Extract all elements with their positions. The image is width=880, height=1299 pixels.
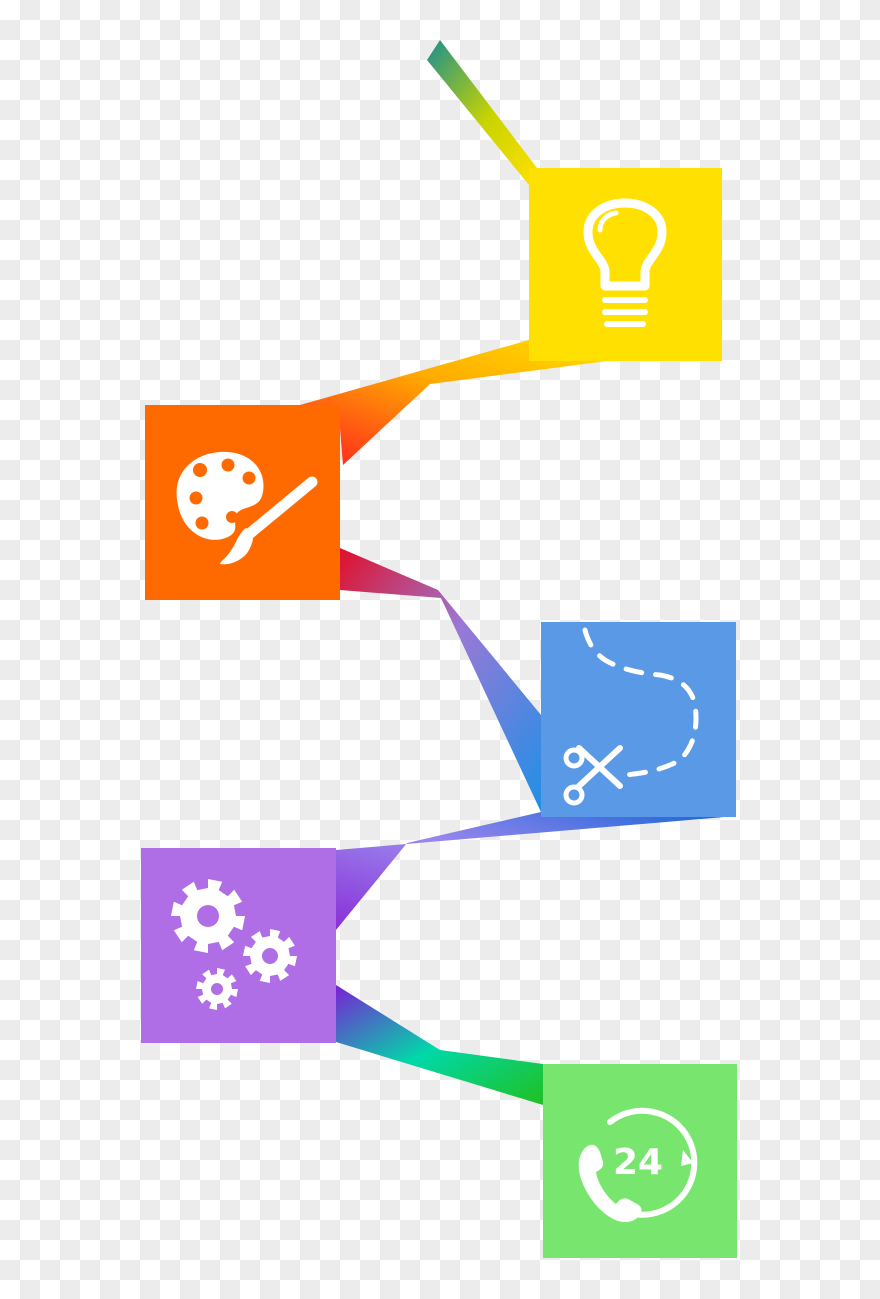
scissors-cut-path-icon: [563, 627, 699, 806]
step-tile-design: [145, 405, 340, 600]
lightbulb-icon: [583, 198, 667, 327]
step-tile-support: 24: [543, 1064, 737, 1258]
phone-24h-icon: 24: [578, 1107, 698, 1223]
tile-background: [529, 168, 722, 361]
step-tile-develop: [141, 848, 336, 1043]
ribbon-scissors-to-gears: [336, 812, 736, 930]
support-hours-label: 24: [613, 1142, 663, 1183]
step-tile-prototype: [541, 622, 736, 817]
tile-background: [543, 1064, 737, 1258]
ribbon-lightbulb-to-palette: [300, 340, 615, 465]
large-gear-icon: [171, 879, 245, 953]
medium-gear-icon: [243, 929, 297, 983]
ribbon-gears-to-support: [336, 985, 543, 1105]
tile-background: [141, 848, 336, 1043]
ribbon-connectors: [300, 40, 736, 1105]
palette-brush-icon: [176, 451, 318, 565]
ribbon-start: [427, 40, 537, 185]
small-gear-icon: [196, 968, 238, 1010]
ribbon-palette-to-scissors: [340, 548, 541, 812]
gears-icon: [171, 879, 297, 1010]
step-tile-ideas: [529, 168, 722, 361]
tile-background: [541, 622, 736, 817]
